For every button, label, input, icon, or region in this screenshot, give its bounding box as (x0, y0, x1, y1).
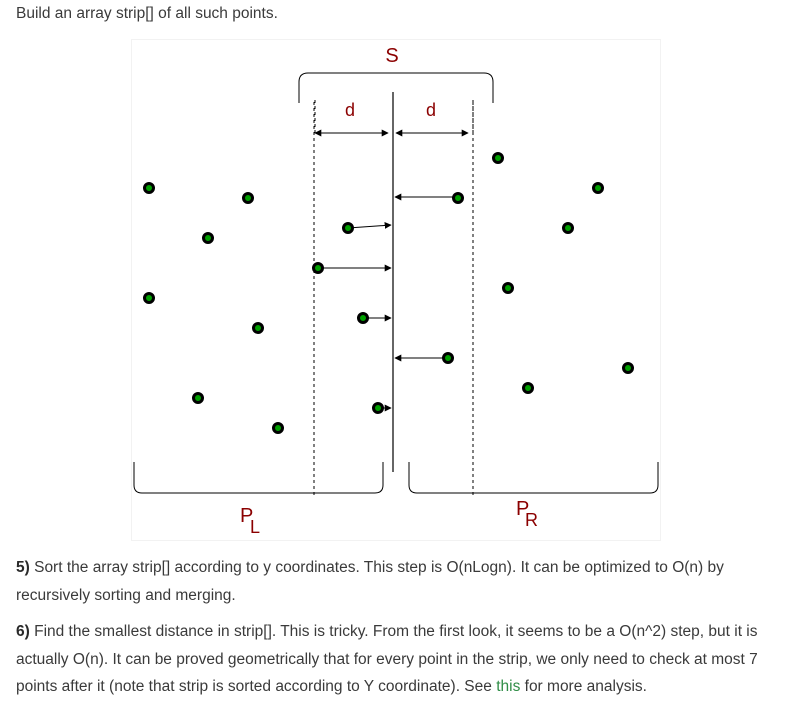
step-6-paragraph: 6) Find the smallest distance in strip[]… (16, 618, 776, 701)
points (143, 152, 634, 434)
left-half-label-sub: L (250, 517, 260, 537)
step-6-text-end: for more analysis. (520, 678, 647, 695)
left-half-brace (133, 462, 384, 494)
step-6-number: 6) (16, 623, 30, 640)
point (562, 222, 574, 234)
point (342, 222, 354, 234)
point (522, 382, 534, 394)
strip-arrow (347, 221, 392, 229)
point (452, 192, 464, 204)
point (592, 182, 604, 194)
point (357, 312, 369, 324)
right-half-label: P (516, 498, 529, 520)
point (242, 192, 254, 204)
point (202, 232, 214, 244)
point (622, 362, 634, 374)
right-half-label-main: P (516, 498, 529, 520)
intro-text: Build an array strip[] of all such point… (16, 5, 278, 22)
left-half-label-main: P (240, 505, 253, 527)
point (143, 292, 155, 304)
point (272, 422, 284, 434)
step-5-paragraph: 5) Sort the array strip[] according to y… (16, 554, 776, 609)
left-half-label: P (240, 505, 253, 527)
step-6-text: Find the smallest distance in strip[]. T… (16, 623, 758, 695)
analysis-link[interactable]: this (496, 678, 521, 695)
right-half-label-sub: R (525, 510, 538, 530)
step-5-number: 5) (16, 559, 30, 576)
point (372, 402, 384, 414)
point (502, 282, 514, 294)
d-label-left: d (345, 100, 355, 120)
strip-label: S (385, 45, 398, 67)
point (492, 152, 504, 164)
point (192, 392, 204, 404)
point (252, 322, 264, 334)
diagram-svg: S d d (133, 45, 659, 537)
point (312, 262, 324, 274)
strip-brace (298, 72, 494, 103)
d-label-right: d (426, 100, 436, 120)
step-5-text: Sort the array strip[] according to y co… (16, 559, 724, 604)
point (442, 352, 454, 364)
right-half-brace (408, 462, 659, 494)
closest-pair-strip-diagram: S d d (132, 40, 660, 540)
point (143, 182, 155, 194)
